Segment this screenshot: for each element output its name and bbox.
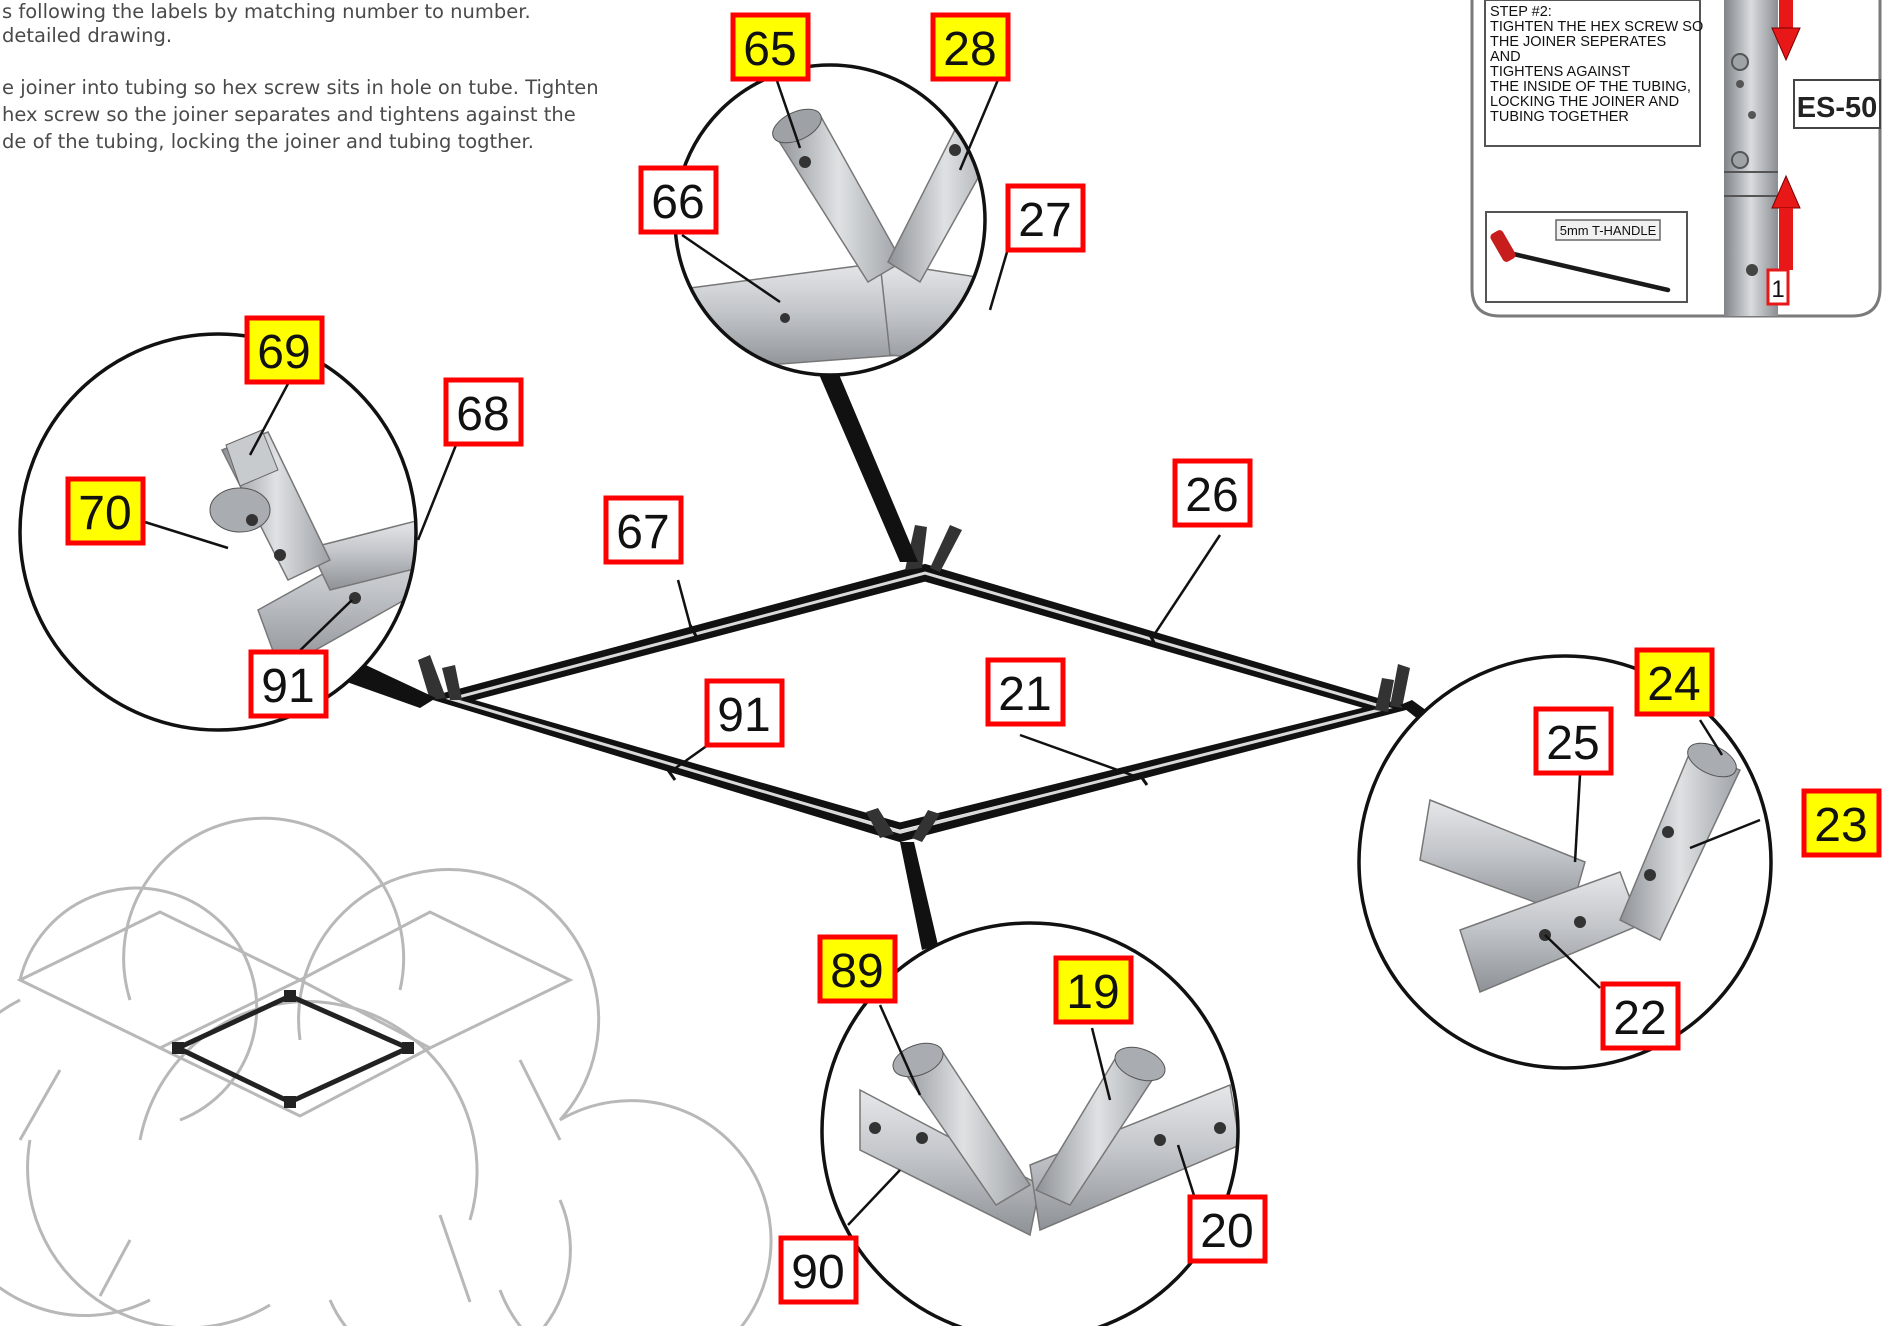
label-89-text: 89 xyxy=(830,945,883,998)
label-90: 90 xyxy=(778,1235,859,1305)
corner-joiner-bottom xyxy=(866,808,940,842)
down-arrow xyxy=(1771,0,1801,62)
label-67: 67 xyxy=(603,495,684,565)
label-91-center: 91 xyxy=(704,678,785,748)
label-70: 70 xyxy=(65,476,146,546)
instruction-line-1: s following the labels by matching numbe… xyxy=(2,0,531,23)
label-23-text: 23 xyxy=(1814,799,1867,852)
arrow-number-box xyxy=(1766,268,1790,306)
label-27-text: 27 xyxy=(1018,194,1071,247)
corner-joiner-right xyxy=(1375,664,1410,712)
instruction-line-3: e joiner into tubing so hex screw sits i… xyxy=(2,76,599,99)
label-20-text: 20 xyxy=(1200,1205,1253,1258)
label-25: 25 xyxy=(1533,706,1614,776)
label-22-text: 22 xyxy=(1613,992,1666,1045)
detail-circle-right xyxy=(1357,654,1773,1070)
detail-circle-left xyxy=(18,332,418,732)
label-24: 24 xyxy=(1634,647,1715,717)
instruction-line-2: detailed drawing. xyxy=(2,24,173,47)
corner-joiner-top xyxy=(905,525,962,572)
label-26: 26 xyxy=(1172,458,1253,528)
detail-circle-bottom xyxy=(820,921,1240,1326)
label-19: 19 xyxy=(1053,955,1134,1025)
main-frame xyxy=(418,525,1413,843)
inset-step-line: THE INSIDE OF THE TUBING, xyxy=(1490,79,1691,95)
inset-step-line: THE JOINER SEPERATES xyxy=(1490,34,1666,50)
label-68: 68 xyxy=(443,377,524,447)
inset-pole xyxy=(1724,0,1778,316)
t-handle-wrench xyxy=(1490,230,1671,293)
instruction-line-4: hex screw so the joiner separates and ti… xyxy=(2,103,576,126)
label-70-text: 70 xyxy=(78,487,131,540)
label-22: 22 xyxy=(1600,981,1681,1051)
arch-frame-illustration xyxy=(0,816,773,1326)
arrow-number: 1 xyxy=(1771,276,1784,303)
label-68-text: 68 xyxy=(456,388,509,441)
label-66-text: 66 xyxy=(651,176,704,229)
label-26-text: 26 xyxy=(1185,469,1238,522)
label-28-text: 28 xyxy=(943,23,996,76)
label-25-text: 25 xyxy=(1546,717,1599,770)
label-27: 27 xyxy=(1005,183,1086,253)
label-65-text: 65 xyxy=(743,23,796,76)
label-69-text: 69 xyxy=(257,326,310,379)
tool-label: 5mm T-HANDLE xyxy=(1560,223,1657,238)
label-91-left-text: 91 xyxy=(261,660,314,713)
inset-step-line: LOCKING THE JOINER AND xyxy=(1490,94,1679,110)
up-arrow xyxy=(1771,174,1801,270)
label-67-text: 67 xyxy=(616,506,669,559)
inset-step-line: TUBING TOGETHER xyxy=(1490,109,1629,125)
inset-step-line: TIGHTEN THE HEX SCREW SO xyxy=(1490,19,1703,35)
inset-step-line: TIGHTENS AGAINST xyxy=(1490,64,1630,80)
label-19-text: 19 xyxy=(1066,966,1119,1019)
label-91-left: 91 xyxy=(248,649,329,719)
label-90-text: 90 xyxy=(791,1246,844,1299)
label-69: 69 xyxy=(244,315,325,385)
label-28: 28 xyxy=(930,12,1011,82)
detail-circle-top xyxy=(673,63,987,377)
label-91-center-text: 91 xyxy=(717,689,770,742)
inset-step-line: AND xyxy=(1490,49,1521,65)
label-21: 21 xyxy=(985,657,1066,727)
label-21-text: 21 xyxy=(998,668,1051,721)
corner-joiner-left xyxy=(418,655,462,700)
part-code: ES-50 xyxy=(1797,92,1878,124)
label-24-text: 24 xyxy=(1647,658,1700,711)
label-66: 66 xyxy=(638,165,719,235)
label-23: 23 xyxy=(1801,788,1882,858)
arch-frame-connectors xyxy=(172,990,414,1108)
arch-frame-base xyxy=(172,993,415,1105)
label-20: 20 xyxy=(1187,1194,1268,1264)
label-89: 89 xyxy=(817,934,898,1004)
part-code-box xyxy=(1793,79,1881,129)
inset-step-box xyxy=(1484,0,1701,147)
tool-label-box xyxy=(1555,219,1661,241)
label-65: 65 xyxy=(730,12,811,82)
callout-tails xyxy=(330,372,1478,950)
instruction-line-5: de of the tubing, locking the joiner and… xyxy=(2,130,534,153)
inset-step-line: STEP #2: xyxy=(1490,4,1552,20)
